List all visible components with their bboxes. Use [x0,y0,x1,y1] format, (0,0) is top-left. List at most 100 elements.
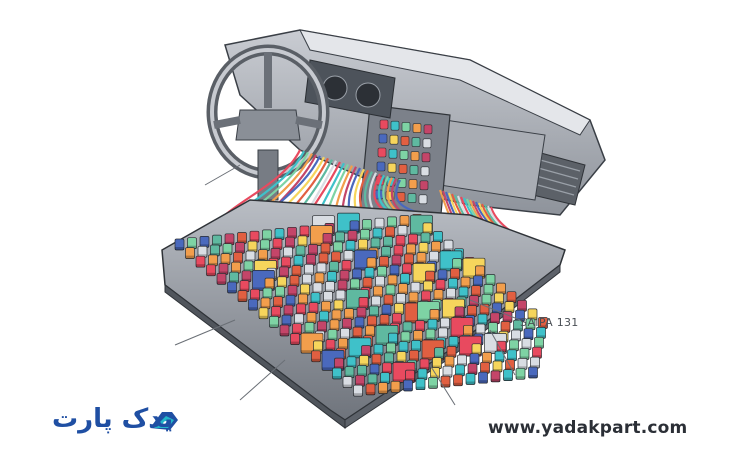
fuse [349,220,360,233]
fuse [475,265,485,278]
fuse [231,261,241,274]
fuse [355,374,365,387]
fuse [469,353,480,366]
fuse [433,289,444,301]
fuse [388,332,398,345]
console-button [420,166,430,177]
fuse [344,308,354,320]
fuse [275,286,285,299]
fuse [471,285,481,298]
fuse [374,217,385,230]
fuse [306,254,316,266]
fuse [283,246,293,259]
fuse [397,225,408,237]
fuse [421,290,431,303]
fuse [333,299,344,312]
fuse [241,270,252,283]
fuse [443,239,454,252]
fuse [381,246,391,258]
fuse [435,279,446,292]
fuse [233,251,243,264]
fuse [317,320,327,333]
fuse [500,321,511,333]
fuse [415,378,426,391]
fuse [418,242,429,255]
fuse [294,313,304,326]
fuse [402,263,412,276]
fuse [440,375,451,388]
fuse [433,231,443,243]
fuse [264,277,275,290]
fuse [490,370,501,383]
fuse [367,315,377,328]
fuse [534,336,544,349]
fuse [375,275,385,288]
fuse [281,256,291,269]
fuse [291,265,302,277]
brand-logo[interactable]: یدک پارت [52,402,182,440]
fuse [359,355,369,367]
console-button [407,193,417,203]
fuse [371,353,382,366]
fuse [277,276,287,289]
fuse [455,364,465,377]
fuse [444,355,455,368]
fuse [313,340,323,353]
fuse [403,379,413,392]
fuse [528,366,538,379]
fuse [321,300,331,313]
site-url[interactable]: www.yadakpart.com [488,418,688,438]
fuse [503,369,513,381]
fuse [438,327,448,340]
fuse [247,240,258,253]
fuse [335,289,346,302]
fuse [385,226,395,239]
console-button [408,179,418,189]
fuse [300,283,310,296]
fuse [523,328,534,341]
fuse [398,341,409,354]
fuse [431,241,441,253]
fuse [314,272,325,285]
fuse [530,356,540,369]
fuse [410,281,421,294]
fuse [357,365,367,377]
fuse [371,295,381,308]
fuse [373,285,383,298]
fuse [229,271,239,284]
fuse [364,267,375,280]
fuse [405,369,415,382]
fuse [465,373,476,385]
fuse [427,318,438,331]
fuse [322,232,333,245]
fuse [379,314,390,326]
fuse [312,282,323,295]
console-button [411,137,421,147]
fuse [331,251,341,264]
fuse [298,293,308,306]
fuse [310,292,321,305]
fuse [208,254,218,267]
fuse [296,303,306,316]
fuse [467,305,477,317]
console-button [423,124,433,135]
fuse [458,286,469,299]
fuse [362,219,372,231]
fuse [174,238,185,251]
fuse [396,351,407,363]
fuse [492,302,502,315]
fuse [329,261,339,274]
fuse [287,285,298,297]
fuse [212,234,222,247]
fuse [473,275,483,288]
fuse [340,328,350,340]
fuse [239,280,250,293]
fuse [373,343,384,356]
fuse [295,245,306,258]
fuse [494,292,504,305]
fuse [377,266,387,278]
fuse [323,291,333,303]
fuse [289,275,300,287]
